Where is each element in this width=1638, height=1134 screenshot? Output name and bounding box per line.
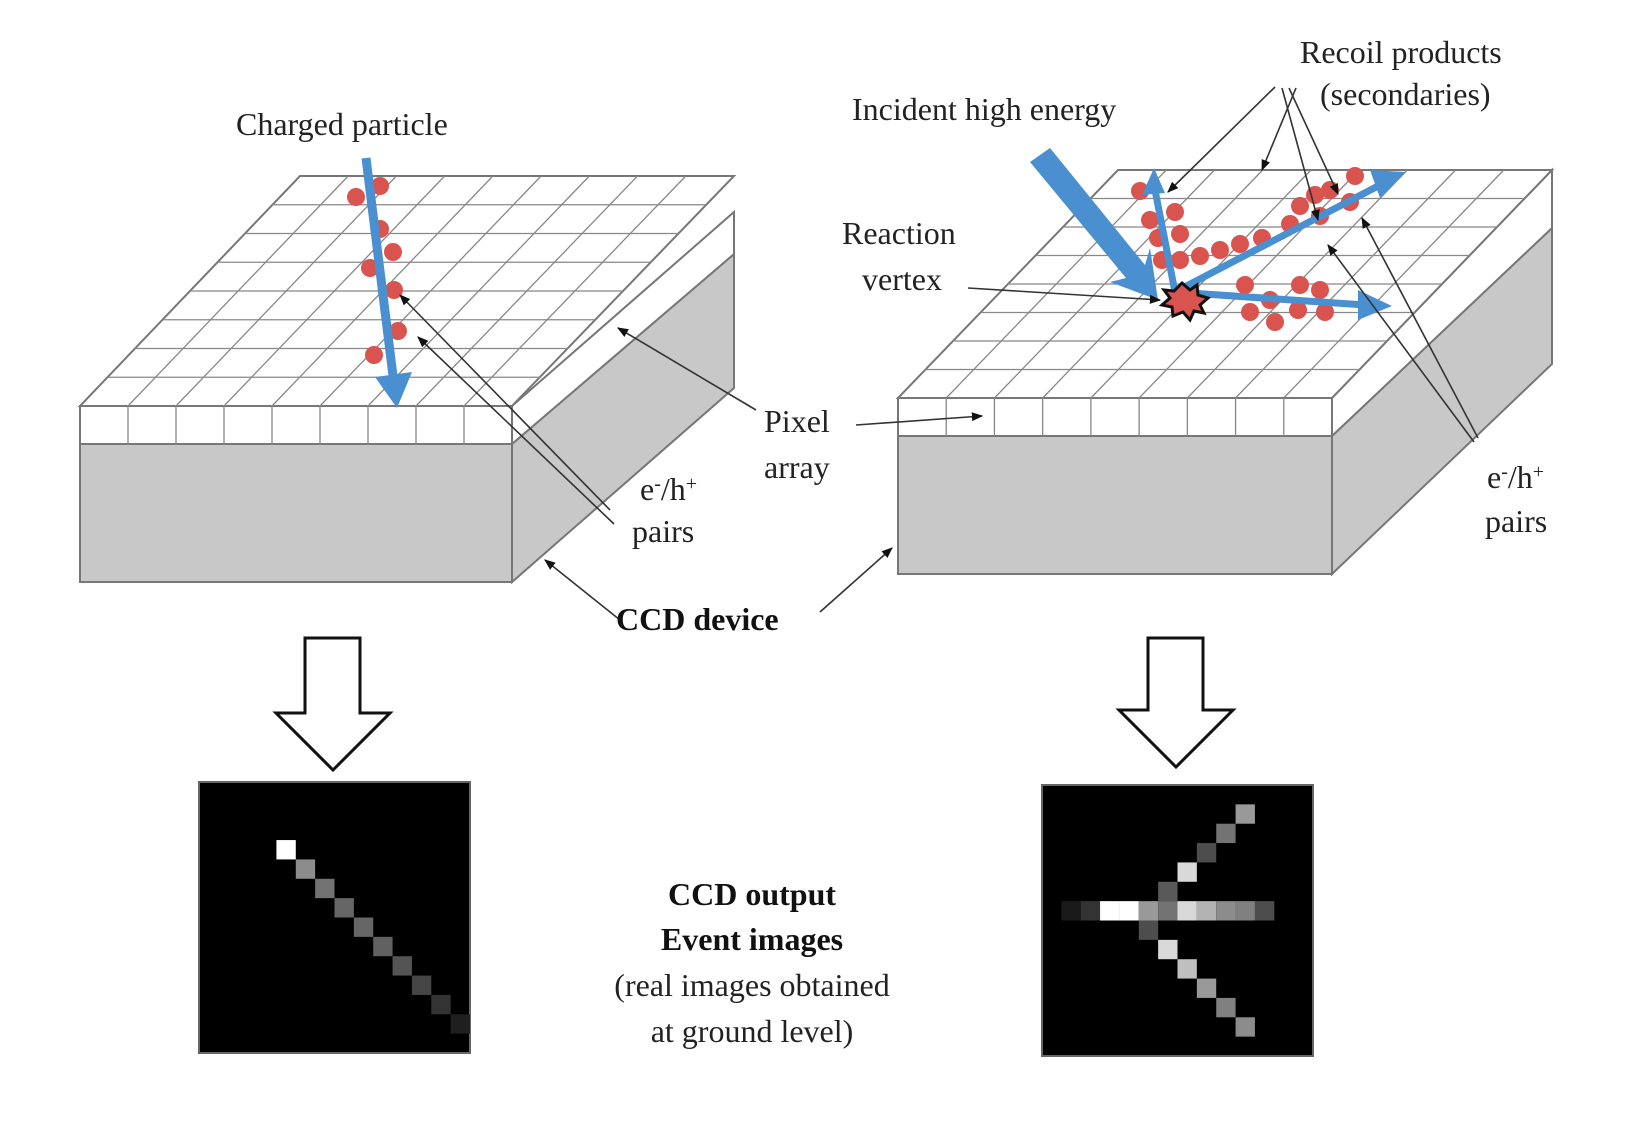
event-pixel — [1119, 901, 1139, 921]
right-ccd-device — [895, 167, 1555, 577]
left-eh-label: e-/h+ — [640, 471, 697, 507]
event-pixel — [1138, 920, 1159, 940]
left-event-pixels — [276, 840, 470, 1034]
ccd-output-label: CCD output — [668, 876, 836, 912]
event-pixel — [1216, 823, 1236, 844]
event-images-label: Event images — [661, 921, 843, 957]
left-pixel-array-grid — [77, 175, 737, 444]
event-pixel — [1177, 862, 1197, 882]
event-pixel — [411, 975, 432, 995]
charged-particle-label: Charged particle — [236, 106, 448, 142]
event-pixel — [1235, 804, 1255, 824]
event-pixel — [1177, 959, 1197, 979]
event-pixel — [450, 1014, 470, 1034]
event-pixel — [334, 898, 354, 918]
vertex-label: vertex — [862, 261, 942, 297]
event-pixel — [353, 917, 374, 937]
event-pixel — [1254, 901, 1275, 921]
secondary-track-up — [1142, 168, 1179, 293]
event-pixel — [1138, 901, 1159, 921]
left-device-front-face — [79, 443, 513, 583]
right-output-arrow — [1115, 636, 1237, 770]
event-pixel — [295, 859, 316, 879]
reaction-vertex-burst — [1158, 280, 1212, 323]
left-output-arrow — [272, 636, 394, 773]
event-pixel — [1080, 901, 1101, 921]
right-event-pixels — [1061, 804, 1275, 1037]
event-pixel — [392, 956, 412, 976]
event-pixel — [1235, 1017, 1255, 1037]
pixel-label: Pixel — [764, 403, 830, 439]
right-device-front-face — [897, 435, 1333, 575]
right-pairs-label: pairs — [1485, 503, 1547, 539]
event-pixel — [1177, 901, 1197, 921]
event-pixel — [276, 840, 296, 860]
event-pixel — [1235, 901, 1255, 921]
left-pairs-label: pairs — [632, 513, 694, 549]
event-pixel — [1100, 901, 1120, 921]
event-pixel — [1196, 978, 1217, 998]
left-pixel-strip-front — [79, 405, 513, 445]
reaction-label: Reaction — [842, 215, 956, 251]
leader-lines — [399, 86, 1479, 621]
event-pixel — [1216, 901, 1236, 921]
right-charge-dots — [1131, 167, 1364, 331]
secondaries-label: (secondaries) — [1320, 76, 1491, 112]
left-charged-track — [347, 157, 412, 408]
recoil-products-label: Recoil products — [1300, 34, 1502, 70]
event-pixel — [373, 936, 393, 957]
event-pixel — [1196, 843, 1217, 863]
secondary-track-upright — [1173, 170, 1405, 296]
event-pixel — [1158, 881, 1178, 902]
event-pixel — [1196, 901, 1217, 921]
event-pixel — [315, 878, 335, 899]
ccd-device-label: CCD device — [616, 601, 779, 637]
left-ccd-device — [77, 175, 737, 585]
incident-high-energy-arrow — [1030, 148, 1158, 300]
real-images-label: (real images obtained — [614, 967, 889, 1003]
event-pixel — [1216, 997, 1236, 1018]
right-eh-label: e-/h+ — [1487, 459, 1544, 495]
event-pixel — [431, 994, 451, 1015]
incident-high-energy-label: Incident high energy — [852, 91, 1116, 127]
ground-level-label: at ground level) — [651, 1013, 854, 1049]
event-pixel — [1158, 939, 1178, 960]
array-label: array — [764, 449, 830, 485]
left-charge-dots — [347, 177, 407, 364]
event-pixel — [1158, 901, 1178, 921]
charged-particle-arrow — [361, 157, 400, 393]
event-pixel — [1061, 901, 1081, 921]
